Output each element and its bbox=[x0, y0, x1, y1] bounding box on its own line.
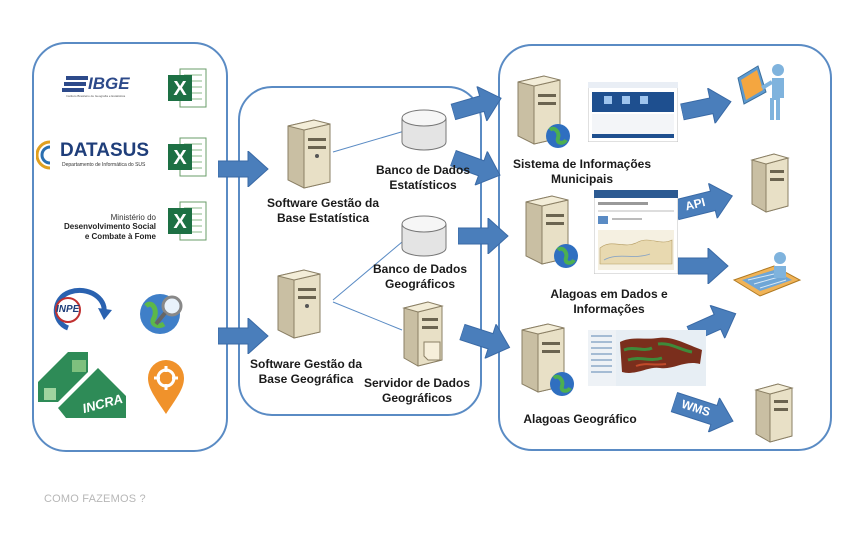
arrow-right-icon bbox=[448, 80, 508, 129]
datasus-logo-tagline: Departamento de Informática do SUS bbox=[62, 162, 146, 168]
web-server-icon bbox=[514, 72, 574, 152]
ministerio-line1: Ministério do bbox=[110, 213, 156, 222]
api-arrow: API bbox=[672, 178, 739, 227]
alagoas-geo-label: Alagoas Geográfico bbox=[523, 412, 637, 426]
alagoas-dados-label: Alagoas em Dados e Informações bbox=[550, 287, 668, 316]
server-icon bbox=[748, 150, 794, 214]
footer-caption: COMO FAZEMOS ? bbox=[44, 493, 146, 505]
db-geo-label: Banco de Dados Geográficos bbox=[372, 262, 468, 291]
software-stat-label: Software Gestão da Base Estatística bbox=[266, 196, 380, 225]
user-at-screen-icon bbox=[732, 58, 792, 124]
excel-icon: X bbox=[166, 200, 208, 242]
arrow-right-icon bbox=[218, 151, 270, 187]
inpe-logo-name: INPE bbox=[56, 304, 80, 315]
ministerio-logo: Ministério do Desenvolvimento Social e C… bbox=[60, 213, 156, 253]
datasus-logo: DATASUS Departamento de Informática do S… bbox=[36, 138, 160, 172]
server-icon bbox=[274, 266, 324, 340]
location-pin-icon bbox=[146, 358, 186, 416]
svg-text:X: X bbox=[173, 78, 187, 100]
server-icon bbox=[284, 116, 334, 190]
user-at-map-table-icon bbox=[730, 250, 804, 306]
arrow-right-icon bbox=[458, 218, 510, 254]
server-geo-label: Servidor de Dados Geográficos bbox=[363, 376, 471, 405]
database-icon bbox=[400, 108, 450, 152]
sim-screenshot bbox=[588, 82, 678, 142]
arrow-right-icon bbox=[678, 248, 730, 284]
server-icon bbox=[400, 298, 446, 368]
ibge-logo-name: IBGE bbox=[88, 74, 130, 93]
arrow-right-icon bbox=[218, 318, 270, 354]
incra-logo: INCRA bbox=[38, 352, 128, 418]
software-geo-label: Software Gestão da Base Geográfica bbox=[249, 357, 363, 386]
wms-arrow: WMS bbox=[668, 385, 740, 439]
web-server-icon bbox=[522, 192, 582, 272]
database-icon bbox=[400, 214, 450, 258]
excel-icon: X bbox=[166, 136, 208, 178]
alagoas-map-screenshot bbox=[588, 330, 706, 386]
ministerio-line2: Desenvolvimento Social bbox=[63, 222, 156, 231]
arrow-right-icon bbox=[456, 315, 517, 365]
ibge-logo-tagline: Instituto Brasileiro de Geografia e Esta… bbox=[66, 94, 126, 98]
globe-search-icon bbox=[136, 288, 190, 340]
ibge-logo: IBGE Instituto Brasileiro de Geografia e… bbox=[62, 72, 148, 102]
sim-label: Sistema de Informações Municipais bbox=[512, 157, 652, 186]
alagoas-dados-screenshot bbox=[594, 190, 678, 274]
db-stat-label: Banco de Dados Estatísticos bbox=[375, 163, 471, 192]
ministerio-line3: e Combate à Fome bbox=[84, 232, 156, 241]
arrow-right-icon bbox=[447, 141, 508, 193]
excel-icon: X bbox=[166, 67, 208, 109]
server-icon bbox=[752, 380, 798, 444]
datasus-logo-name: DATASUS bbox=[60, 140, 150, 161]
inpe-logo: INPE bbox=[48, 284, 120, 334]
web-server-icon bbox=[518, 320, 578, 400]
svg-text:X: X bbox=[173, 147, 187, 169]
arrow-right-icon bbox=[678, 84, 736, 130]
svg-text:X: X bbox=[173, 211, 187, 233]
